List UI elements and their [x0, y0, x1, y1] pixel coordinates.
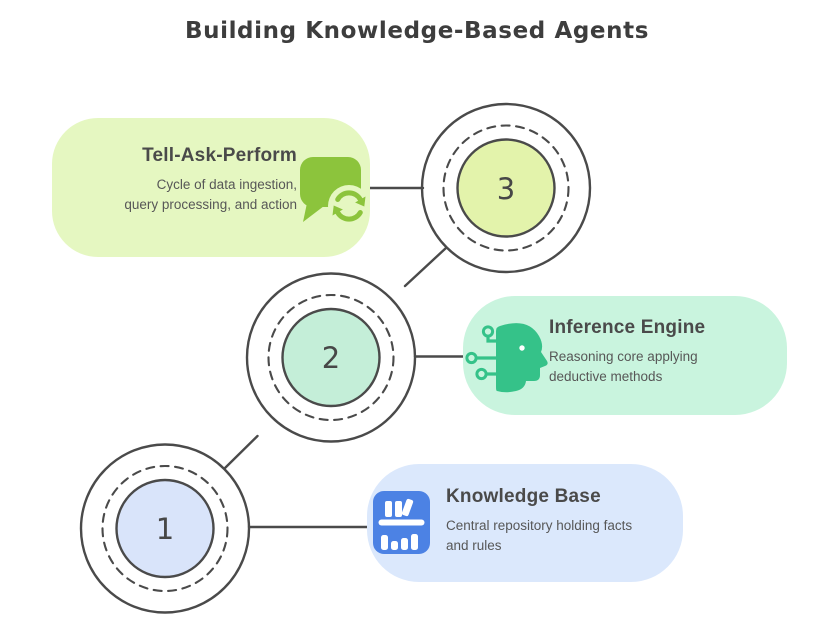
card-knowledge-base: Knowledge Base Central repository holdin…: [367, 464, 683, 582]
card-knowledge-base-title: Knowledge Base: [446, 486, 601, 507]
diagram-title: Building Knowledge-Based Agents: [184, 18, 649, 44]
step-2-circle: [281, 307, 381, 408]
chat-refresh-icon: [300, 157, 370, 227]
connector-circle3-to-circle2: [403, 246, 448, 288]
card-tell-ask-perform: Tell-Ask-Perform Cycle of data ingestion…: [52, 118, 370, 257]
connector-circle1-to-circle2: [223, 434, 259, 470]
card-knowledge-base-text: Knowledge Base Central repository holdin…: [446, 486, 661, 556]
card-tell-ask-perform-title: Tell-Ask-Perform: [142, 145, 297, 166]
step-1-dashed-ring: [101, 464, 229, 593]
step-3-circle: [456, 138, 556, 238]
step-1-outer-ring: [79, 443, 251, 614]
step-3-outer-ring: [420, 102, 592, 274]
ai-head-circuit-icon: [465, 323, 548, 393]
card-inference-engine-title: Inference Engine: [549, 317, 706, 338]
card-tell-ask-perform-description: Cycle of data ingestion, query processin…: [124, 177, 297, 212]
step-2-number: 2: [321, 341, 341, 375]
bookshelf-icon: [373, 491, 430, 554]
step-3-number: 3: [496, 172, 516, 206]
step-2-dashed-ring: [267, 293, 395, 422]
step-2-outer-ring: [245, 272, 417, 443]
step-3-dashed-ring: [442, 124, 570, 252]
step-1-number: 1: [155, 512, 175, 546]
step-1-circle: [115, 478, 215, 579]
card-inference-engine-text: Inference Engine Reasoning core applying…: [549, 317, 759, 387]
card-inference-engine-description: Reasoning core applying deductive method…: [549, 349, 698, 384]
card-knowledge-base-description: Central repository holding facts and rul…: [446, 518, 633, 553]
card-tell-ask-perform-text: Tell-Ask-Perform Cycle of data ingestion…: [97, 145, 297, 215]
card-inference-engine: Inference Engine Reasoning core applying…: [463, 296, 787, 415]
